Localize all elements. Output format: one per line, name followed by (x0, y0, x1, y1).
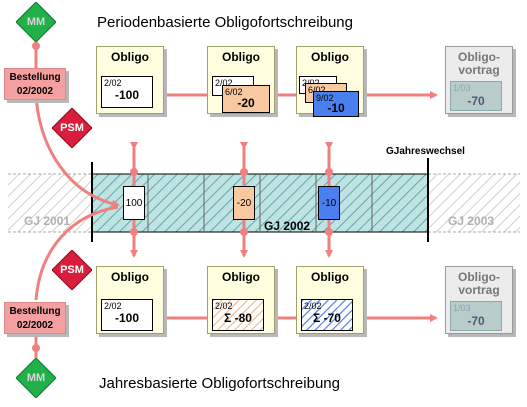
card-value: -10 (327, 101, 345, 115)
mm-label: MM (26, 16, 46, 28)
obligo-box-top-1: Obligo 2/02 -100 (96, 46, 164, 114)
label-year-change: GJahreswechsel (386, 146, 465, 157)
card-date: 9/02 (316, 93, 334, 103)
box-header: Obligo- vortrag (458, 270, 500, 297)
vortrag-card: 1/03 -70 (450, 81, 502, 111)
mm-label: MM (26, 372, 46, 384)
card-value: -70 (467, 94, 485, 108)
card-date: 2/02 (104, 301, 122, 311)
card-value: -20 (237, 96, 255, 110)
box-header: Obligo (311, 50, 349, 64)
order-badge-bottom: Bestellung 02/2002 (4, 302, 66, 334)
box-header: Obligo (311, 270, 349, 284)
order-badge-top: Bestellung 02/2002 (4, 68, 66, 100)
title-periodic: Periodenbasierte Obligofortschreibung (97, 14, 353, 31)
card-date: 6/02 (225, 87, 243, 97)
timeline-cell-1: 100 (123, 186, 145, 220)
obligo-box-top-3: Obligo 2/02 6/02 9/02 -10 (296, 46, 364, 117)
vortrag-card: 1/03 -70 (450, 301, 502, 331)
box-header: Obligo- vortrag (458, 50, 500, 77)
obligo-box-bottom-3: Obligo 2/02 Σ -70 (296, 266, 364, 334)
box-header: Obligo (111, 270, 149, 284)
timeline-cell-3: -10 (318, 186, 340, 220)
psm-diamond-bottom: PSM (51, 249, 93, 291)
box-header: Obligo (222, 50, 260, 64)
label-gj-prev: GJ 2001 (24, 214, 71, 228)
label-gj-next: GJ 2003 (448, 214, 495, 228)
psm-label: PSM (60, 264, 84, 276)
psm-diamond-top: PSM (51, 107, 93, 149)
card-date: 2/02 (304, 301, 322, 311)
timeline-cell-2: -20 (233, 186, 255, 220)
obligo-box-bottom-1: Obligo 2/02 -100 (96, 266, 164, 334)
box-header: Obligo (222, 270, 260, 284)
mm-diamond-top: MM (15, 1, 57, 43)
obligo-box-bottom-2: Obligo 2/02 Σ -80 (207, 266, 275, 334)
card-date: 1/03 (453, 303, 471, 313)
card-value: -100 (114, 88, 140, 102)
obligo-vortrag-box-top: Obligo- vortrag 1/03 -70 (445, 46, 513, 114)
label-gj-curr: GJ 2002 (264, 219, 311, 233)
card-date: 2/02 (215, 78, 233, 88)
title-annual: Jahresbasierte Obligofortschreibung (99, 375, 340, 392)
card-date: 2/02 (104, 78, 122, 88)
obligo-card-hatched: 2/02 Σ -80 (212, 299, 264, 331)
card-value: Σ -80 (224, 311, 252, 325)
card-date: 6/02 (308, 85, 326, 95)
card-value: -100 (114, 311, 140, 325)
obligo-card: 2/02 -100 (101, 299, 153, 331)
card-value: Σ -70 (313, 311, 341, 325)
card-date: 1/03 (453, 83, 471, 93)
obligo-box-top-2: Obligo 2/02 6/02 -20 (207, 46, 275, 114)
psm-label: PSM (60, 122, 84, 134)
card-value: -70 (467, 314, 485, 328)
obligo-card-hatched: 2/02 Σ -70 (301, 299, 353, 331)
obligo-card: 2/02 -100 (101, 76, 153, 108)
obligo-card-front: 9/02 -10 (313, 91, 359, 117)
box-header: Obligo (111, 50, 149, 64)
obligo-card-front: 6/02 -20 (222, 85, 270, 113)
obligo-vortrag-box-bottom: Obligo- vortrag 1/03 -70 (445, 266, 513, 334)
card-date: 2/02 (215, 301, 233, 311)
mm-diamond-bottom: MM (15, 357, 57, 399)
